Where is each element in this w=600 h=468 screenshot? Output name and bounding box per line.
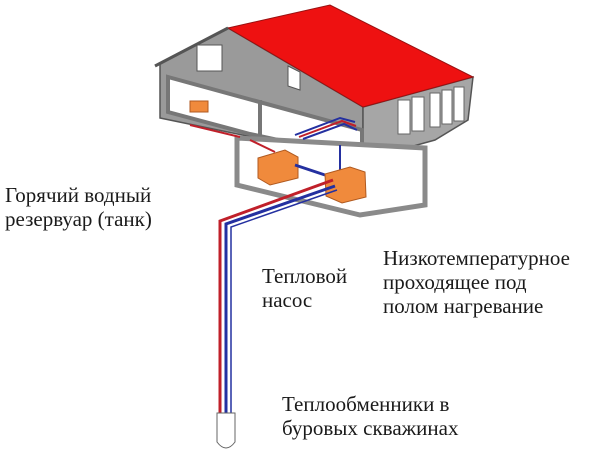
roof bbox=[226, 4, 475, 108]
label-line: полом нагревание bbox=[383, 294, 544, 318]
borehole-probe bbox=[216, 412, 236, 449]
label-hot-water-tank: Горячий водный резервуар (танк) bbox=[5, 183, 152, 231]
label-borehole-exchangers: Теплообменники в буровых скважинах bbox=[282, 392, 458, 440]
label-floor-heating: Низкотемпературное проходящее под полом … bbox=[383, 246, 570, 318]
label-line: насос bbox=[262, 288, 313, 312]
side-windows bbox=[397, 86, 465, 135]
label-line: резервуар (танк) bbox=[5, 207, 152, 231]
hot-water-tank bbox=[257, 149, 299, 186]
label-line: Теплообменники в bbox=[282, 392, 450, 416]
attic-windows bbox=[196, 44, 301, 91]
label-line: Горячий водный bbox=[5, 183, 152, 207]
label-line: Тепловой bbox=[262, 264, 348, 288]
label-line: буровых скважинах bbox=[282, 416, 459, 440]
label-line: Низкотемпературное bbox=[383, 246, 570, 270]
label-line: проходящее под bbox=[383, 270, 527, 294]
borehole-pipes bbox=[218, 178, 338, 413]
floor-heating-coil bbox=[294, 116, 358, 170]
boiler-unit bbox=[189, 100, 209, 113]
heat-pump-unit bbox=[324, 166, 367, 204]
label-heat-pump: Тепловой насос bbox=[262, 264, 347, 312]
